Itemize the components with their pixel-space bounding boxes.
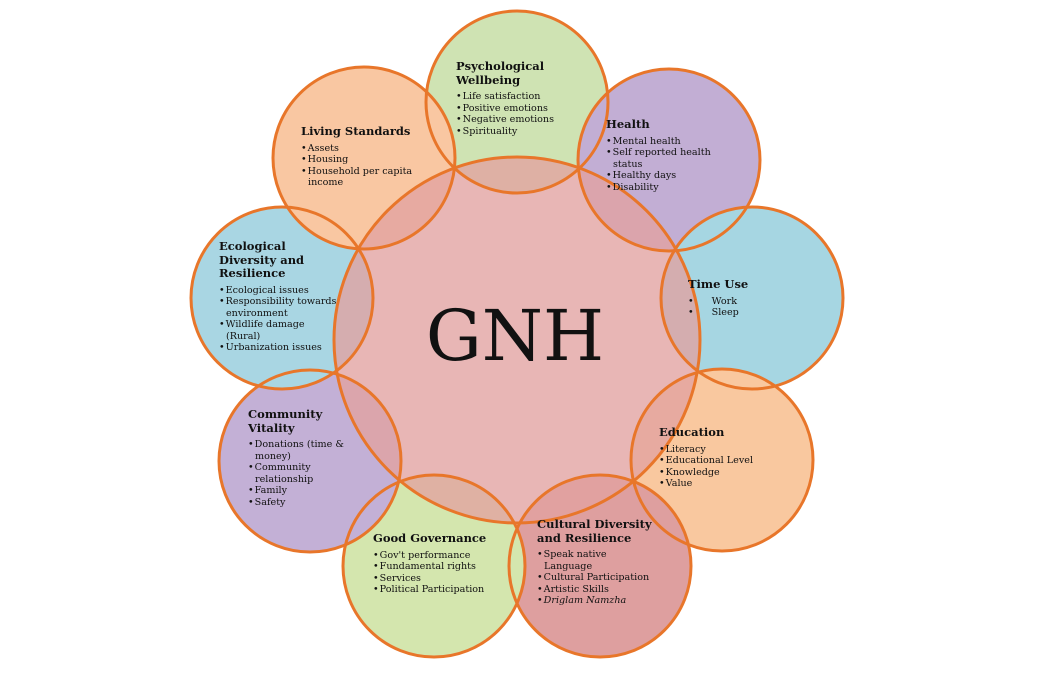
domain-circle-outline-cultural [507,473,693,659]
domain-item: Urbanization issues [219,342,354,354]
domain-item: Sleep [688,307,808,319]
domain-item: Fundamental rights [373,561,508,573]
domain-circle-outline-education [629,367,815,553]
domain-circle-outline-community [217,368,403,554]
domain-item: Family [248,485,360,497]
center-circle-outline [332,155,702,525]
domain-item: Donations (time & money) [248,439,360,462]
domain-item: Mental health [606,136,731,148]
domain-item: Driglam Namzha [537,595,672,607]
domain-circle-outline-living [271,65,457,251]
domain-label-time-use: Time Use Work Sleep [688,277,808,319]
domain-label-governance: Good Governance Gov't performance Fundam… [373,531,508,596]
domain-label-living: Living Standards Assets Housing Househol… [301,124,431,189]
domain-item: Services [373,573,508,585]
domain-item: Self reported health status [606,147,731,170]
domain-title: Good Governance [373,531,487,545]
domain-item: Wildlife damage (Rural) [219,319,326,342]
domain-item: Artistic Skills [537,584,672,596]
domain-circle-outline-time-use [659,205,845,391]
domain-label-health: Health Mental health Self reported healt… [606,117,731,194]
center-label-gnh: GNH [425,295,605,377]
domain-item: Ecological issues [219,285,354,297]
domain-item: Knowledge [659,467,794,479]
domain-item: Cultural Participation [537,572,672,584]
domain-item: Safety [248,497,360,509]
domain-item: Negative emotions [456,114,606,126]
center-circle [334,157,700,523]
domain-item: Speak native Language [537,549,634,572]
domain-item: Community relationship [248,462,335,485]
domain-item: Work [688,296,808,308]
domain-item: Housing [301,154,431,166]
domain-title: Education [659,425,725,439]
domain-label-education: Education Literacy Educational Level Kno… [659,425,794,490]
domain-item: Disability [606,182,731,194]
domain-circle-outline-health [576,67,762,253]
domain-item: Responsibility towards environment [219,296,354,319]
domain-item: Educational Level [659,455,794,467]
domain-item: Positive emotions [456,103,606,115]
domain-item: Gov't performance [373,550,508,562]
domain-item: Healthy days [606,170,731,182]
domain-title: Living Standards [301,124,411,138]
domain-item: Household per capita income [301,166,431,189]
domain-circle-outline-governance [341,473,527,659]
domain-title: Health [606,117,650,131]
domain-item: Life satisfaction [456,91,606,103]
domain-item: Literacy [659,444,794,456]
domain-item: Political Participation [373,584,508,596]
domain-item: Assets [301,143,431,155]
domain-title: Time Use [688,277,749,291]
domain-item: Spirituality [456,126,606,138]
domain-circle-outline-psychological [424,9,610,195]
domain-circle-outline-ecological [189,205,375,391]
domain-item: Value [659,478,794,490]
